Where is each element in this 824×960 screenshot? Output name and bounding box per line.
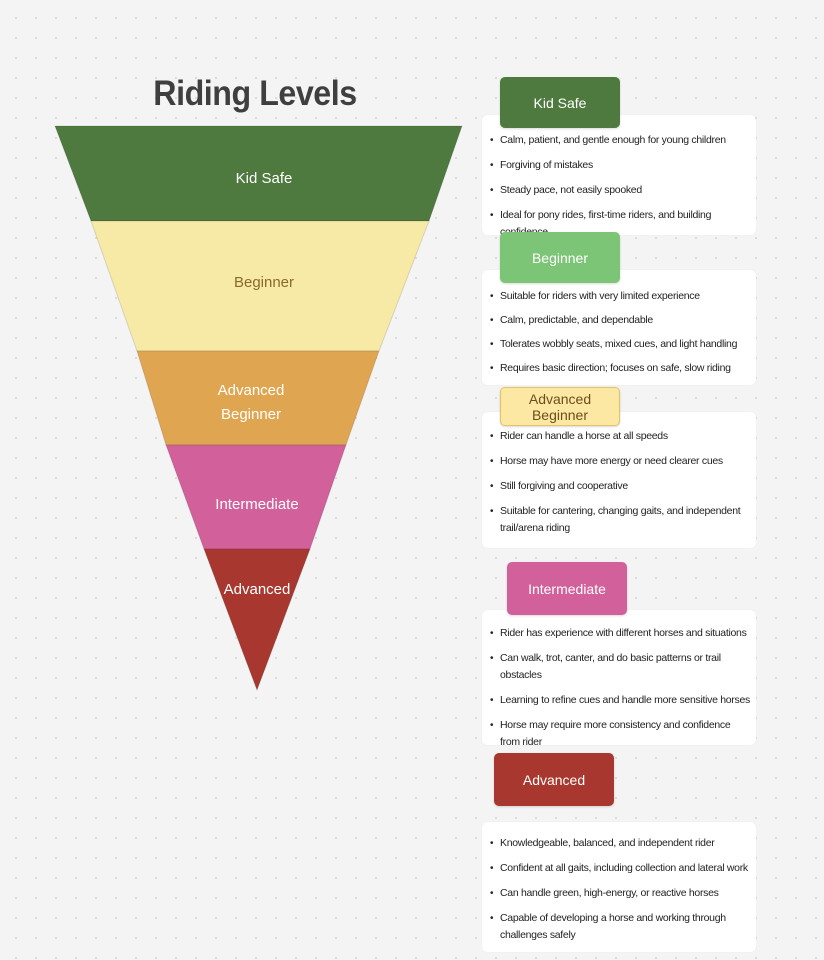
funnel-segment-advanced xyxy=(203,548,311,692)
list-item: Can handle green, high-energy, or reacti… xyxy=(488,885,750,902)
list-item: Suitable for riders with very limited ex… xyxy=(488,288,750,305)
kid-safe-tag: Kid Safe xyxy=(500,77,620,128)
funnel-label-kid-safe: Kid Safe xyxy=(236,170,293,187)
kid-safe-list: Calm, patient, and gentle enough for you… xyxy=(488,132,750,241)
list-item: Suitable for cantering, changing gaits, … xyxy=(488,503,750,537)
funnel-label-beginner: Beginner xyxy=(234,274,294,291)
list-item: Learning to refine cues and handle more … xyxy=(488,692,750,709)
list-item: Horse may have more energy or need clear… xyxy=(488,453,750,470)
list-item: Requires basic direction; focuses on saf… xyxy=(488,360,750,377)
list-item: Still forgiving and cooperative xyxy=(488,478,750,495)
intermediate-tag: Intermediate xyxy=(507,562,627,615)
list-item: Horse may require more consistency and c… xyxy=(488,717,750,751)
list-item: Tolerates wobbly seats, mixed cues, and … xyxy=(488,336,750,353)
beginner-tag: Beginner xyxy=(500,232,620,283)
list-item: Steady pace, not easily spooked xyxy=(488,182,750,199)
funnel-label-advanced: Advanced xyxy=(224,581,291,598)
advanced-beginner-card: Rider can handle a horse at all speeds H… xyxy=(482,412,756,548)
beginner-card: Suitable for riders with very limited ex… xyxy=(482,270,756,385)
advanced-tag: Advanced xyxy=(494,753,614,806)
intermediate-card: Rider has experience with different hors… xyxy=(482,610,756,748)
advanced-card: Knowledgeable, balanced, and independent… xyxy=(482,822,756,952)
riding-levels-funnel: Kid Safe Beginner Advanced Beginner Inte… xyxy=(54,125,463,692)
intermediate-list: Rider has experience with different hors… xyxy=(488,625,750,751)
funnel-label-advanced-beginner-line1: Advanced xyxy=(218,382,285,399)
list-item: Can walk, trot, canter, and do basic pat… xyxy=(488,650,750,684)
kid-safe-card: Calm, patient, and gentle enough for you… xyxy=(482,115,756,238)
list-item: Rider can handle a horse at all speeds xyxy=(488,428,750,445)
list-item: Forgiving of mistakes xyxy=(488,157,750,174)
beginner-list: Suitable for riders with very limited ex… xyxy=(488,288,750,377)
list-item: Calm, patient, and gentle enough for you… xyxy=(488,132,750,149)
list-item: Calm, predictable, and dependable xyxy=(488,312,750,329)
advanced-list: Knowledgeable, balanced, and independent… xyxy=(488,835,750,944)
list-item: Rider has experience with different hors… xyxy=(488,625,750,642)
advanced-beginner-tag: Advanced Beginner xyxy=(500,387,620,426)
funnel-label-intermediate: Intermediate xyxy=(215,496,298,513)
list-item: Capable of developing a horse and workin… xyxy=(488,910,750,944)
list-item: Knowledgeable, balanced, and independent… xyxy=(488,835,750,852)
advanced-beginner-list: Rider can handle a horse at all speeds H… xyxy=(488,428,750,537)
funnel-label-advanced-beginner-line2: Beginner xyxy=(221,406,281,423)
page-title: Riding Levels xyxy=(153,74,357,113)
list-item: Confident at all gaits, including collec… xyxy=(488,860,750,877)
